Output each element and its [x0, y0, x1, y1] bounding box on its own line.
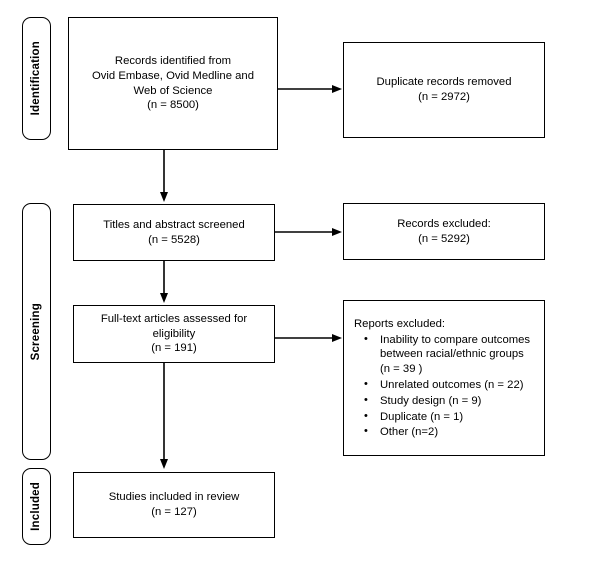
box-reports-excluded-title: Reports excluded: — [354, 318, 446, 330]
box-duplicate-records-removed-text: Duplicate records removed (n = 2972) — [376, 76, 512, 103]
stage-tab-included: Included — [22, 468, 51, 545]
box-records-excluded: Records excluded: (n = 5292) — [343, 203, 545, 260]
box-studies-included-text: Studies included in review (n = 127) — [108, 491, 240, 518]
list-item: Other (n=2) — [364, 424, 536, 440]
stage-tab-screening: Screening — [22, 203, 51, 460]
arrow-screened-to-records-excluded — [275, 224, 346, 240]
box-duplicate-records-removed: Duplicate records removed (n = 2972) — [343, 42, 545, 138]
box-studies-included: Studies included in review (n = 127) — [73, 472, 275, 538]
stage-label-identification: Identification — [29, 41, 42, 116]
arrow-identified-to-duplicates — [278, 81, 346, 97]
box-fulltext-assessed-text: Full-text articles assessed for eligibil… — [100, 312, 248, 355]
arrow-screened-to-fulltext — [156, 261, 172, 307]
list-item: Unrelated outcomes (n = 22) — [364, 377, 536, 393]
list-item: Study design (n = 9) — [364, 393, 536, 409]
arrow-fulltext-to-included — [156, 363, 172, 473]
box-reports-excluded: Reports excluded: Inability to compare o… — [343, 300, 545, 456]
reports-excluded-list: Inability to compare outcomes between ra… — [354, 332, 536, 441]
box-titles-abstract-screened-text: Titles and abstract screened (n = 5528) — [103, 218, 245, 246]
arrow-identified-to-screened — [156, 150, 172, 206]
box-titles-abstract-screened: Titles and abstract screened (n = 5528) — [73, 204, 275, 261]
stage-label-screening: Screening — [29, 302, 42, 361]
list-item: Duplicate (n = 1) — [364, 409, 536, 425]
box-records-identified: Records identified from Ovid Embase, Ovi… — [68, 17, 278, 150]
box-records-excluded-text: Records excluded: (n = 5292) — [397, 217, 491, 245]
box-records-identified-text: Records identified from Ovid Embase, Ovi… — [91, 54, 254, 112]
stage-tab-identification: Identification — [22, 17, 51, 140]
list-item: Inability to compare outcomes between ra… — [364, 332, 536, 377]
stage-label-included: Included — [29, 482, 42, 531]
box-fulltext-assessed: Full-text articles assessed for eligibil… — [73, 305, 275, 363]
arrow-fulltext-to-reports-excluded — [275, 330, 346, 346]
